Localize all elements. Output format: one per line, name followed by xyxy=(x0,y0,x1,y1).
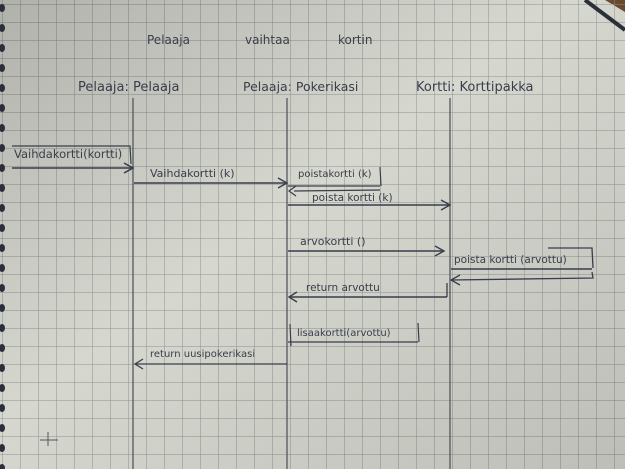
arrow-head xyxy=(434,245,446,257)
message-poistakortti-self: poistakortti (k) xyxy=(287,166,382,197)
binding-ring xyxy=(0,284,5,292)
binding-ring xyxy=(0,424,5,432)
arrow-head xyxy=(277,177,289,189)
message-label: Vaihdakortti(kortti) xyxy=(14,147,122,161)
binding-ring xyxy=(0,364,5,372)
binding-ring xyxy=(0,384,5,392)
lifeline-pelaaja: Pelaaja: Pelaaja xyxy=(78,80,180,469)
binding-ring xyxy=(0,124,5,132)
lifeline-poker-label: Pelaaja: Pokerikasi xyxy=(243,79,358,94)
lifeline-kortti-label: Kortti: Korttipakka xyxy=(416,80,534,95)
message-lisaakortti-self: lisaakortti(arvottu) xyxy=(288,322,420,347)
message-label: poista kortti (k) xyxy=(312,192,393,204)
self-loop xyxy=(289,322,420,347)
message-vaihdakortti-k: Vaihdakortti (k) xyxy=(134,167,289,189)
self-loop xyxy=(451,247,594,281)
diagram-title: Pelaaja vaihtaa kortin xyxy=(147,33,372,47)
arrow-head xyxy=(133,358,144,370)
pencil-marks xyxy=(40,432,58,446)
arrow-head xyxy=(287,291,298,303)
binding-ring xyxy=(0,224,5,232)
label-enclosure xyxy=(12,145,132,165)
message-arvokortti: arvokortti () xyxy=(288,235,446,257)
binding-ring xyxy=(0,344,5,352)
lifeline-poker: Pelaaja: Pokerikasi xyxy=(243,79,358,469)
binding-ring xyxy=(0,304,5,312)
binding-ring xyxy=(0,104,5,112)
binding-ring xyxy=(0,264,5,272)
message-label: poistakortti (k) xyxy=(298,169,372,180)
binding-ring xyxy=(0,464,5,469)
title-word-pelaaja: Pelaaja xyxy=(147,33,190,47)
arrow-head xyxy=(440,199,452,211)
binding-ring xyxy=(0,204,5,212)
message-label: Vaihdakortti (k) xyxy=(150,167,235,180)
message-label: poista kortti (arvottu) xyxy=(454,254,567,266)
lifeline-kortti: Kortti: Korttipakka xyxy=(416,80,534,469)
message-label: lisaakortti(arvottu) xyxy=(297,328,391,339)
binding-ring xyxy=(0,324,5,332)
binding-ring xyxy=(0,444,5,452)
binding-ring xyxy=(0,24,5,32)
self-loop xyxy=(293,166,382,192)
message-poistakortti-k: poista kortti (k) xyxy=(288,192,452,211)
binding-ring xyxy=(0,4,5,12)
binding-ring xyxy=(0,44,5,52)
spiral-binding xyxy=(0,4,5,469)
binding-ring xyxy=(0,404,5,412)
message-label: return uusipokerikasi xyxy=(150,349,255,360)
message-label: return arvottu xyxy=(306,282,380,294)
pencil-shadow xyxy=(583,0,625,32)
binding-ring xyxy=(0,164,5,172)
binding-ring xyxy=(0,84,5,92)
lifeline-pelaaja-label: Pelaaja: Pelaaja xyxy=(78,80,180,95)
message-label: arvokortti () xyxy=(300,235,366,248)
binding-ring xyxy=(0,64,5,72)
title-word-vaihtaa: vaihtaa xyxy=(245,33,290,47)
arrow-head xyxy=(123,162,135,174)
binding-ring xyxy=(0,144,5,152)
binding-ring xyxy=(0,184,5,192)
arrow-head xyxy=(287,185,297,197)
binding-ring xyxy=(0,244,5,252)
arrow-head xyxy=(449,274,461,286)
title-word-kortin: kortin xyxy=(338,33,372,47)
message-poistakortti-arvottu-self: poista kortti (arvottu) xyxy=(449,247,594,286)
message-return-arvottu: return arvottu xyxy=(287,282,448,303)
message-return-uusipokerikasi: return uusipokerikasi xyxy=(133,349,287,370)
message-vaihdakortti-actor: Vaihdakortti(kortti) xyxy=(12,145,135,174)
